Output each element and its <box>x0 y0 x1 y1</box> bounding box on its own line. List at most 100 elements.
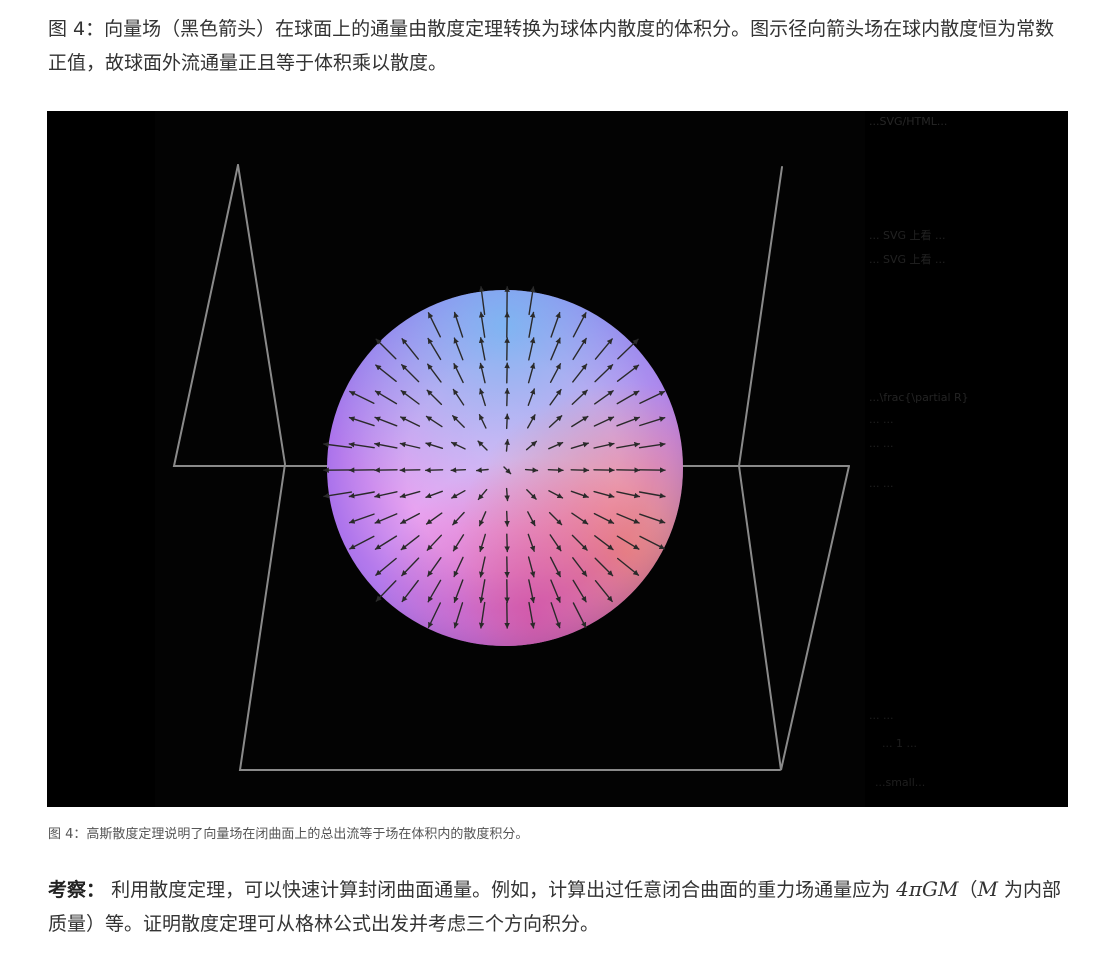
overlay-fragment: ...\frac{\partial R} <box>869 391 969 404</box>
vector-arrow <box>570 467 590 473</box>
vector-arrow <box>594 390 614 405</box>
vector-arrow <box>400 390 420 405</box>
vector-arrow <box>426 534 442 551</box>
vector-arrow <box>593 441 615 449</box>
radial-vector-field <box>323 286 666 629</box>
vector-arrow <box>450 467 467 473</box>
figure-svg: ...SVG/HTML... ... SVG 上看 ... ... SVG 上看… <box>47 111 1068 807</box>
vector-arrow <box>549 556 561 578</box>
vector-arrow <box>527 533 536 552</box>
vector-arrow <box>400 512 420 525</box>
vector-arrow <box>452 534 465 552</box>
vector-arrow <box>594 557 614 577</box>
note-sentence-3: 为内部质量）等。证明散度定理可从格林公式出发并考虑三个方向积分。 <box>48 879 1061 935</box>
vector-arrow <box>548 490 564 499</box>
vector-arrow <box>527 556 536 578</box>
vector-arrow <box>453 311 464 338</box>
vector-arrow <box>548 415 563 428</box>
note-sentence-2: （ <box>958 879 978 901</box>
vector-arrow <box>451 441 466 450</box>
vector-arrow <box>593 416 615 427</box>
vector-arrow <box>323 491 353 499</box>
vector-arrow <box>401 557 420 577</box>
vector-arrow <box>571 534 588 551</box>
figure-caption: 图 4：高斯散度定理说明了向量场在闭曲面上的总出流等于场在体积内的散度积分。 <box>48 827 529 842</box>
note-label: 考察： <box>48 879 106 901</box>
vector-arrow <box>401 363 420 383</box>
vector-arrow <box>374 491 398 499</box>
note-sentence-1: 利用散度定理，可以快速计算封闭曲面通量。例如，计算出过任意闭合曲面的重力场通量应… <box>111 879 897 901</box>
vector-arrow <box>572 337 587 361</box>
vector-arrow <box>476 467 489 473</box>
vector-arrow <box>617 338 639 360</box>
vector-arrow <box>616 364 640 382</box>
vector-arrow <box>478 286 486 316</box>
vector-arrow <box>548 511 563 526</box>
vector-arrow <box>550 337 561 361</box>
vector-arrow <box>375 338 397 360</box>
vector-arrow <box>616 491 641 499</box>
vector-arrow <box>427 602 441 629</box>
vector-arrow <box>425 415 443 428</box>
vector-arrow <box>453 362 464 384</box>
vector-arrow <box>427 312 441 338</box>
vector-arrow <box>528 579 536 604</box>
vector-arrow <box>638 491 666 499</box>
overlay-fragment: ... 1 ... <box>882 737 917 750</box>
vector-arrow <box>527 388 536 406</box>
vector-arrow <box>374 535 398 550</box>
vector-arrow <box>401 579 419 603</box>
vector-arrow <box>374 441 398 449</box>
vector-arrow <box>453 556 464 578</box>
overlay-fragment: ... ... <box>869 709 893 722</box>
vector-arrow <box>616 416 640 427</box>
vector-arrow <box>504 413 510 430</box>
vector-arrow <box>504 533 510 553</box>
overlay-fragment: ...small... <box>875 776 925 789</box>
overlay-fragment: ...SVG/HTML... <box>869 115 947 128</box>
overlay-fragment: ... ... <box>869 477 893 490</box>
vector-arrow <box>425 490 443 499</box>
vector-arrow <box>349 535 375 550</box>
vector-arrow <box>348 491 375 499</box>
vector-arrow <box>524 467 539 473</box>
vector-arrow <box>639 416 666 427</box>
vector-arrow <box>425 467 444 473</box>
overlay-fragment: ... ... <box>869 413 893 426</box>
vector-arrow <box>477 488 488 501</box>
vector-arrow <box>453 602 464 629</box>
vector-arrow <box>503 466 512 475</box>
overlay-fragment: ... ... <box>869 437 893 450</box>
vector-arrow <box>453 337 464 361</box>
vector-arrow <box>323 441 353 449</box>
vector-arrow <box>571 512 589 525</box>
vector-arrow <box>549 363 562 383</box>
mass-symbol: M <box>977 877 998 901</box>
vector-arrow <box>550 579 561 603</box>
vector-arrow <box>374 390 398 405</box>
vector-arrow <box>375 580 397 602</box>
vector-arrow <box>593 512 615 524</box>
vector-arrow <box>427 579 442 603</box>
vector-arrow <box>594 364 614 383</box>
vector-arrow <box>528 311 536 338</box>
vector-arrow <box>399 490 421 499</box>
vector-arrow <box>478 579 486 604</box>
vector-arrow <box>425 512 443 525</box>
vector-arrow <box>375 557 397 576</box>
vector-arrow <box>504 487 510 502</box>
vector-arrow <box>525 440 538 451</box>
vector-arrow <box>617 557 640 576</box>
vector-arrow <box>427 337 442 361</box>
vector-arrow <box>478 556 486 578</box>
vector-arrow <box>639 513 666 524</box>
vector-arrow <box>478 601 486 629</box>
vector-arrow <box>594 535 614 551</box>
vector-arrow <box>527 511 536 527</box>
vector-arrow <box>550 311 561 338</box>
vector-arrow <box>572 363 588 383</box>
vector-arrow <box>478 414 487 429</box>
vector-arrow <box>639 390 666 404</box>
vector-arrow <box>452 415 465 428</box>
gravity-flux-formula: 4πGM <box>896 877 959 901</box>
